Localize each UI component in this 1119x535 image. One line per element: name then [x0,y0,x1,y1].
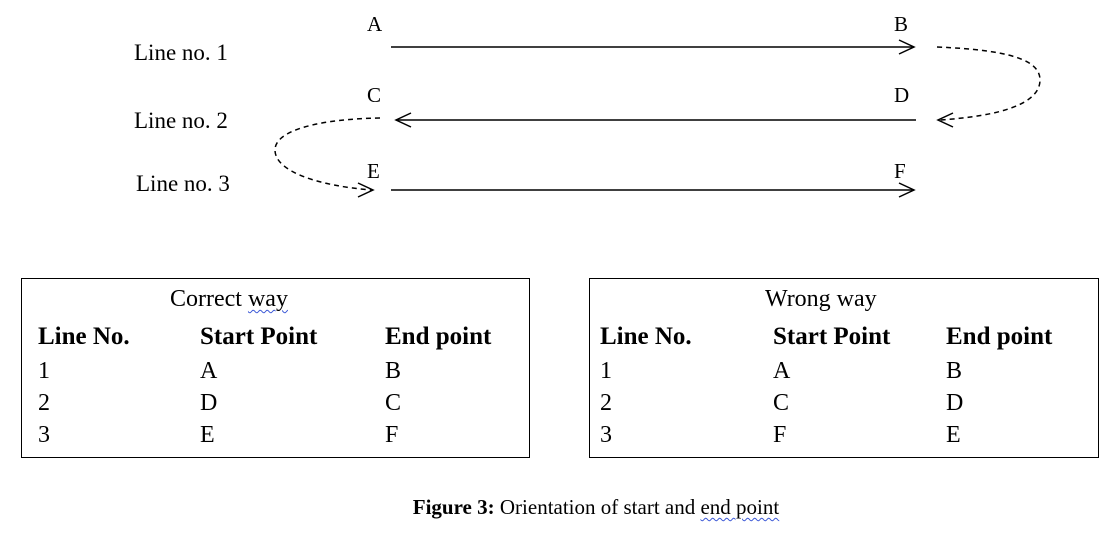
wrong-header-start-point: Start Point [773,323,891,350]
diagram-canvas [274,39,1041,198]
figure-caption-underlined: end point [700,495,780,519]
connector-c-to-e [274,117,381,191]
line-2-label: Line no. 2 [134,108,228,133]
correct-row-3-end: F [385,422,399,448]
wrong-row-3-end: E [946,422,961,448]
correct-row-2-start: D [200,390,218,416]
correct-row-1-end: B [385,358,402,384]
correct-way-title-underlined: way [247,286,288,312]
wrong-row-2-end: D [946,390,964,416]
correct-way-title: Correct way [170,287,288,311]
correct-row-3-line: 3 [38,422,50,448]
figure-caption-label: Figure 3: [412,495,495,519]
correct-header-start-point: Start Point [200,323,318,350]
line-2-arrowhead [394,112,412,128]
wrong-header-line-no: Line No. [600,323,692,350]
wrong-row-1-end: B [946,358,963,384]
wrong-row-1-line: 1 [600,358,612,384]
wrong-row-2-start: C [773,390,790,416]
wrong-row-1-start: A [773,358,791,384]
wrong-way-title: Wrong way [765,286,877,312]
correct-row-2-line: 2 [38,390,50,416]
wrong-row-2-line: 2 [600,390,612,416]
figure-caption: Figure 3: Orientation of start and end p… [0,497,1119,518]
point-b-label: B [894,12,909,36]
point-a-label: A [367,12,383,36]
correct-header-end-point: End point [385,323,492,350]
correct-header-line-no: Line No. [38,323,130,350]
correct-row-1-start: A [200,358,218,384]
connector-c-to-e-arrowhead [357,182,375,198]
correct-way-table: Correct way Line No. Start Point End poi… [21,278,530,458]
correct-way-title-text: Correct [170,286,248,312]
point-c-label: C [367,83,382,107]
figure-caption-text: Orientation of start and [494,495,701,519]
wrong-way-table: Wrong way Line No. Start Point End point… [589,278,1099,458]
correct-row-3-start: E [200,422,215,448]
line-3-label: Line no. 3 [136,171,230,196]
point-e-label: E [367,159,380,183]
line-3-arrowhead [898,182,916,198]
line-1-label: Line no. 1 [134,40,228,65]
wrong-row-3-line: 3 [600,422,612,448]
point-f-label: F [894,159,906,183]
correct-row-2-end: C [385,390,402,416]
point-d-label: D [894,83,910,107]
wrong-row-3-start: F [773,422,787,448]
connector-b-to-d [936,46,1041,121]
correct-row-1-line: 1 [38,358,50,384]
wrong-header-end-point: End point [946,323,1053,350]
line-1-arrowhead [898,39,916,55]
connector-b-to-d-arrowhead [936,112,954,128]
